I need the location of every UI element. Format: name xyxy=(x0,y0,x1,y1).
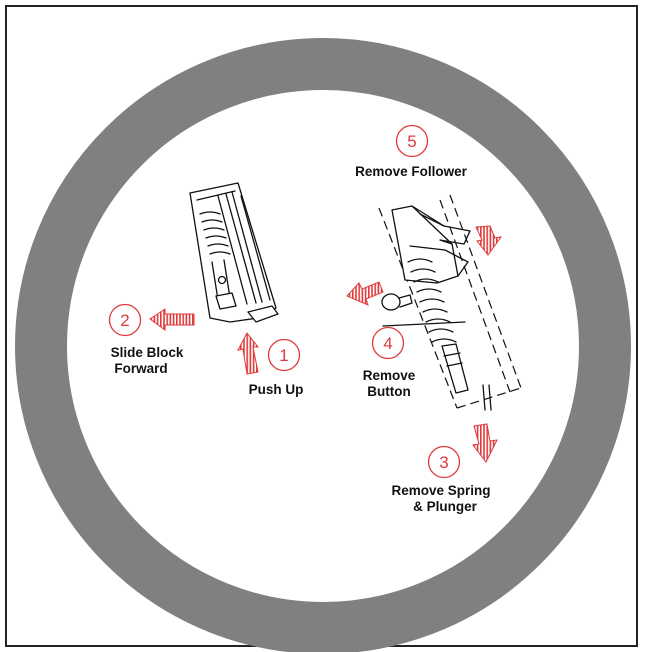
step-label: Button xyxy=(367,384,410,399)
step-label: Forward xyxy=(114,361,167,376)
step-callout-5: 5 Remove Follower xyxy=(355,124,468,179)
step-number: 4 xyxy=(383,334,392,353)
step-label: & Plunger xyxy=(413,499,478,514)
arrow-push-up xyxy=(237,332,260,375)
step-callout-1: 1 Push Up xyxy=(249,338,304,397)
step-callout-4: 4 Remove Button xyxy=(363,326,416,399)
step-label: Remove xyxy=(363,368,416,383)
step-number: 2 xyxy=(120,311,129,330)
arrow-slide-block xyxy=(149,308,195,331)
step-callout-2: 2 Slide Block Forward xyxy=(108,303,184,376)
step-label: Remove Follower xyxy=(355,164,468,179)
grey-ring xyxy=(15,38,631,652)
step-number: 3 xyxy=(439,453,448,472)
magazine-assembly xyxy=(189,182,279,323)
step-number: 1 xyxy=(279,346,288,365)
step-label: Slide Block xyxy=(111,345,184,360)
arrow-remove-button xyxy=(346,281,384,306)
step-label: Remove Spring xyxy=(391,483,490,498)
exploded-assembly xyxy=(378,194,522,411)
step-callout-3: 3 Remove Spring & Plunger xyxy=(391,445,491,514)
arrow-remove-follower xyxy=(475,225,503,256)
step-number: 5 xyxy=(407,132,416,151)
arrow-remove-spring xyxy=(472,423,498,463)
step-label: Push Up xyxy=(249,382,304,397)
